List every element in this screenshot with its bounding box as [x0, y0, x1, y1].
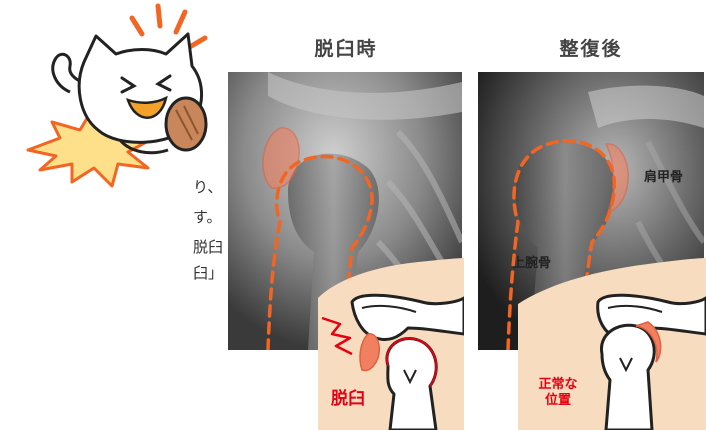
- humerus-shape: [385, 337, 438, 430]
- humerus-dashed-outline: [506, 139, 616, 350]
- normal-position-label-line1: 正常な: [538, 377, 578, 392]
- body-text-line-3: 脱臼: [193, 238, 224, 256]
- humerus-dashed-outline: [266, 154, 374, 350]
- humerus-shape: [600, 323, 656, 430]
- impact-lines-icon: [129, 3, 208, 51]
- panel-title-reduced: 整復後: [559, 38, 623, 60]
- boxing-glove-icon: [164, 96, 208, 152]
- glenoid-highlight: [604, 143, 629, 213]
- normal-position-label-line2: 位置: [544, 393, 571, 408]
- glenoid-highlight: [635, 321, 662, 363]
- cat-eye-left-icon: [120, 76, 137, 94]
- dislocation-label: 脱臼: [331, 389, 365, 409]
- body-text-line-4: 臼」: [193, 264, 224, 282]
- cat-eye-right-icon: [155, 74, 172, 92]
- body-text-line-1: り、: [193, 178, 223, 196]
- humerus-label: 上腕骨: [512, 256, 552, 271]
- cat-mouth-icon: [126, 95, 168, 119]
- panel-title-dislocated: 脱臼時: [314, 38, 378, 60]
- glenoid-highlight: [359, 333, 380, 372]
- shoulder-diagram-normal: [518, 258, 706, 430]
- shock-burst-icon: [321, 316, 353, 356]
- shoulder-diagram-dislocated: [318, 258, 464, 430]
- scapula-label: 肩甲骨: [644, 170, 684, 185]
- glenoid-highlight: [262, 127, 300, 189]
- body-text-line-2: す。: [193, 208, 222, 226]
- cat-illustration: [26, 3, 208, 188]
